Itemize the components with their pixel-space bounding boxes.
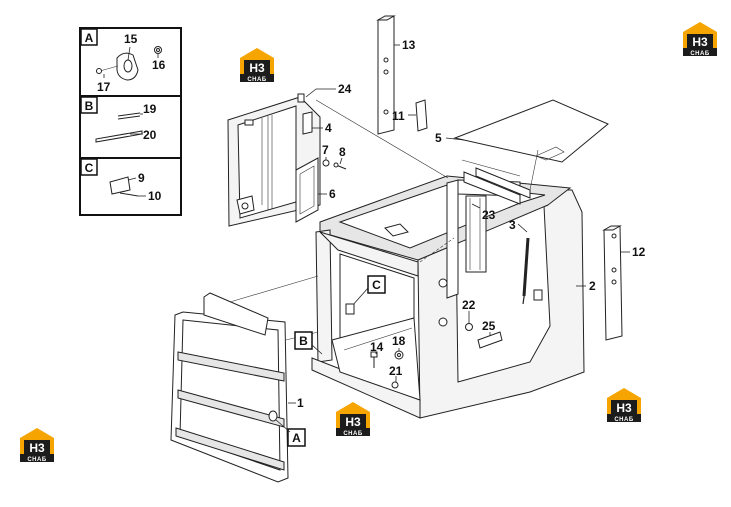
svg-text:H3: H3 xyxy=(29,441,45,455)
svg-text:СНАБ: СНАБ xyxy=(27,457,46,463)
callout-6: 6 xyxy=(329,187,336,201)
cab-frame xyxy=(311,167,585,419)
logo-center: H3 СНАБ xyxy=(336,402,370,437)
svg-text:C: C xyxy=(372,278,381,292)
callout-21: 21 xyxy=(389,364,403,378)
door-seal-part xyxy=(295,157,319,223)
callout-24: 24 xyxy=(338,82,352,96)
callout-23: 23 xyxy=(482,208,496,222)
logo-top-right: H3 СНАБ xyxy=(683,22,717,57)
callout-5: 5 xyxy=(435,131,442,145)
ref-b: B xyxy=(294,331,323,355)
callout-19: 19 xyxy=(143,102,157,116)
assembly-lines xyxy=(229,99,539,341)
svg-text:C: C xyxy=(85,161,94,175)
roof-panel xyxy=(453,99,609,163)
callout-10: 10 xyxy=(148,189,162,203)
callout-12: 12 xyxy=(632,245,646,259)
svg-text:СНАБ: СНАБ xyxy=(690,51,709,57)
svg-text:A: A xyxy=(292,431,301,445)
callout-18: 18 xyxy=(392,334,406,348)
svg-text:B: B xyxy=(299,334,308,348)
callout-2: 2 xyxy=(589,279,596,293)
post-12 xyxy=(602,225,623,341)
callouts: 1 2 3 4 5 6 7 8 11 12 13 14 18 21 22 23 xyxy=(288,38,646,410)
callout-14: 14 xyxy=(370,340,384,354)
callout-20: 20 xyxy=(143,128,157,142)
callout-17: 17 xyxy=(97,80,111,94)
ref-c: C xyxy=(345,275,386,315)
logo-top-left: H3 СНАБ xyxy=(240,48,274,83)
svg-text:H3: H3 xyxy=(616,401,632,415)
svg-text:B: B xyxy=(85,99,94,113)
detail-panel: A 15 16 17 B 19 20 xyxy=(79,27,182,216)
svg-text:H3: H3 xyxy=(249,61,265,75)
callout-7: 7 xyxy=(322,143,329,157)
svg-text:СНАБ: СНАБ xyxy=(343,431,362,437)
callout-8: 8 xyxy=(339,145,346,159)
detail-box-a: A 15 16 17 xyxy=(80,28,166,94)
callout-3: 3 xyxy=(509,218,516,232)
small-parts xyxy=(370,323,503,389)
post-13 xyxy=(376,15,396,135)
detail-box-c: C 9 10 xyxy=(80,158,162,203)
ref-a: A xyxy=(275,419,306,447)
callout-13: 13 xyxy=(402,38,416,52)
svg-text:СНАБ: СНАБ xyxy=(614,417,633,423)
svg-text:H3: H3 xyxy=(692,35,708,49)
gas-strut xyxy=(522,237,543,305)
front-guard xyxy=(170,292,289,483)
callout-16: 16 xyxy=(152,58,166,72)
logo-bottom-right: H3 СНАБ xyxy=(607,388,641,423)
svg-text:A: A xyxy=(85,31,94,45)
callout-11: 11 xyxy=(392,109,405,123)
callout-9: 9 xyxy=(138,171,145,185)
svg-text:H3: H3 xyxy=(345,415,361,429)
callout-4: 4 xyxy=(325,121,332,135)
callout-1: 1 xyxy=(297,396,304,410)
logo-bottom-left: H3 СНАБ xyxy=(20,428,54,463)
bolts-7-8 xyxy=(322,159,347,170)
callout-15: 15 xyxy=(124,32,138,46)
callout-25: 25 xyxy=(482,319,496,333)
svg-text:СНАБ: СНАБ xyxy=(247,77,266,83)
callout-22: 22 xyxy=(462,298,476,312)
bracket-11 xyxy=(415,99,428,132)
detail-box-b: B 19 20 xyxy=(80,96,157,143)
